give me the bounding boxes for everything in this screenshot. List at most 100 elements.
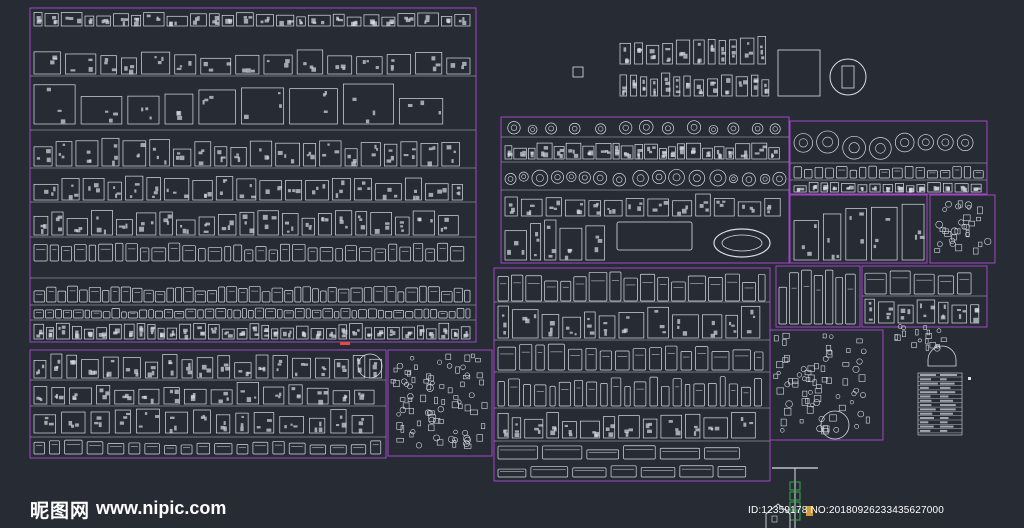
furniture-detail-icon bbox=[595, 235, 600, 239]
furniture-detail-icon bbox=[662, 150, 667, 154]
furniture-block-icon bbox=[523, 384, 532, 407]
oval-conference-table-icon bbox=[721, 234, 763, 252]
furniture-detail-icon bbox=[386, 159, 392, 163]
furniture-block-icon bbox=[725, 314, 738, 339]
furniture-block-icon bbox=[553, 146, 565, 160]
furniture-detail-icon bbox=[289, 330, 292, 334]
furniture-block-icon bbox=[309, 417, 326, 434]
decor-symbol-icon bbox=[452, 440, 457, 448]
furniture-block-icon bbox=[66, 354, 77, 379]
furniture-detail-icon bbox=[219, 191, 223, 196]
decor-symbol-icon bbox=[978, 241, 983, 248]
furniture-detail-icon bbox=[287, 20, 292, 25]
furniture-detail-icon bbox=[567, 248, 572, 254]
furniture-block-icon bbox=[647, 306, 669, 339]
furniture-detail-icon bbox=[198, 161, 204, 166]
furniture-block-icon bbox=[695, 346, 709, 371]
furniture-detail-icon bbox=[321, 372, 325, 377]
furniture-detail-icon bbox=[61, 155, 65, 159]
furniture-detail-icon bbox=[140, 143, 146, 148]
legend-table-cell bbox=[940, 417, 949, 419]
furniture-block-icon bbox=[214, 443, 233, 455]
decor-symbol-icon bbox=[408, 408, 414, 415]
furniture-detail-icon bbox=[170, 370, 174, 376]
furniture-detail-icon bbox=[141, 395, 146, 399]
furniture-block-icon bbox=[598, 315, 616, 339]
furniture-block-icon bbox=[835, 166, 848, 179]
furniture-block-icon bbox=[249, 323, 260, 340]
furniture-block-icon bbox=[311, 309, 322, 319]
furniture-block-icon bbox=[193, 409, 211, 434]
plant-symbol-icon bbox=[935, 220, 943, 229]
furniture-detail-icon bbox=[740, 154, 746, 158]
round-table-icon bbox=[504, 173, 517, 185]
round-rug-icon bbox=[357, 353, 383, 379]
furniture-block-icon bbox=[114, 389, 135, 405]
furniture-detail-icon bbox=[211, 330, 217, 334]
furniture-detail-icon bbox=[68, 17, 74, 21]
furniture-detail-icon bbox=[266, 16, 270, 21]
furniture-detail-icon bbox=[323, 110, 328, 113]
furniture-block-icon bbox=[315, 357, 331, 379]
furniture-detail-icon bbox=[752, 315, 756, 318]
round-symbol-icon bbox=[820, 410, 850, 440]
furniture-detail-icon bbox=[60, 119, 66, 124]
furniture-detail-icon bbox=[400, 225, 404, 228]
furniture-block-icon bbox=[623, 445, 656, 460]
furniture-detail-icon bbox=[155, 415, 160, 418]
furniture-block-icon bbox=[61, 245, 72, 262]
furniture-block-icon bbox=[721, 74, 733, 97]
furniture-block-icon bbox=[719, 376, 726, 407]
furniture-detail-icon bbox=[44, 416, 49, 420]
furniture-detail-icon bbox=[887, 187, 890, 193]
furniture-block-icon bbox=[497, 381, 505, 407]
furniture-detail-icon bbox=[70, 360, 75, 363]
furniture-block-icon bbox=[33, 243, 48, 262]
decor-symbol-icon bbox=[823, 425, 830, 433]
furniture-detail-icon bbox=[743, 422, 747, 427]
furniture-detail-icon bbox=[258, 366, 262, 371]
plant-symbol-icon bbox=[860, 348, 867, 355]
furniture-block-icon bbox=[897, 304, 914, 324]
furniture-detail-icon bbox=[169, 21, 172, 27]
furniture-detail-icon bbox=[200, 331, 206, 336]
furniture-block-icon bbox=[173, 148, 192, 167]
furniture-block-icon bbox=[236, 382, 259, 405]
furniture-block-icon bbox=[619, 74, 627, 97]
furniture-block-icon bbox=[33, 414, 57, 434]
round-table-icon bbox=[661, 122, 675, 135]
furniture-detail-icon bbox=[456, 192, 459, 195]
furniture-detail-icon bbox=[907, 309, 911, 315]
furniture-block-icon bbox=[857, 184, 868, 193]
furniture-block-icon bbox=[650, 78, 658, 97]
furniture-detail-icon bbox=[174, 21, 177, 26]
legend-table-cell bbox=[920, 421, 929, 424]
furniture-block-icon bbox=[363, 287, 373, 303]
furniture-block-icon bbox=[75, 140, 99, 167]
furniture-block-icon bbox=[417, 12, 439, 27]
furniture-detail-icon bbox=[279, 392, 282, 397]
furniture-detail-icon bbox=[98, 422, 102, 428]
furniture-block-icon bbox=[215, 176, 234, 201]
furniture-detail-icon bbox=[93, 183, 99, 188]
furniture-block-icon bbox=[460, 326, 471, 340]
furniture-detail-icon bbox=[259, 148, 262, 152]
furniture-detail-icon bbox=[57, 215, 63, 219]
furniture-block-icon bbox=[399, 98, 444, 125]
decor-symbol-icon bbox=[915, 329, 919, 336]
plant-symbol-icon bbox=[396, 412, 401, 417]
furniture-block-icon bbox=[128, 442, 141, 455]
furniture-block-icon bbox=[127, 311, 138, 319]
furniture-detail-icon bbox=[675, 79, 679, 82]
decor-symbol-icon bbox=[416, 420, 421, 427]
marker-icon bbox=[968, 377, 971, 380]
furniture-detail-icon bbox=[597, 239, 603, 243]
furniture-detail-icon bbox=[41, 229, 44, 234]
furniture-block-icon bbox=[585, 225, 605, 261]
furniture-detail-icon bbox=[278, 396, 281, 399]
furniture-detail-icon bbox=[311, 18, 316, 24]
furniture-block-icon bbox=[574, 379, 584, 407]
furniture-detail-icon bbox=[647, 429, 652, 434]
furniture-detail-icon bbox=[227, 225, 231, 231]
furniture-block-icon bbox=[60, 12, 83, 27]
